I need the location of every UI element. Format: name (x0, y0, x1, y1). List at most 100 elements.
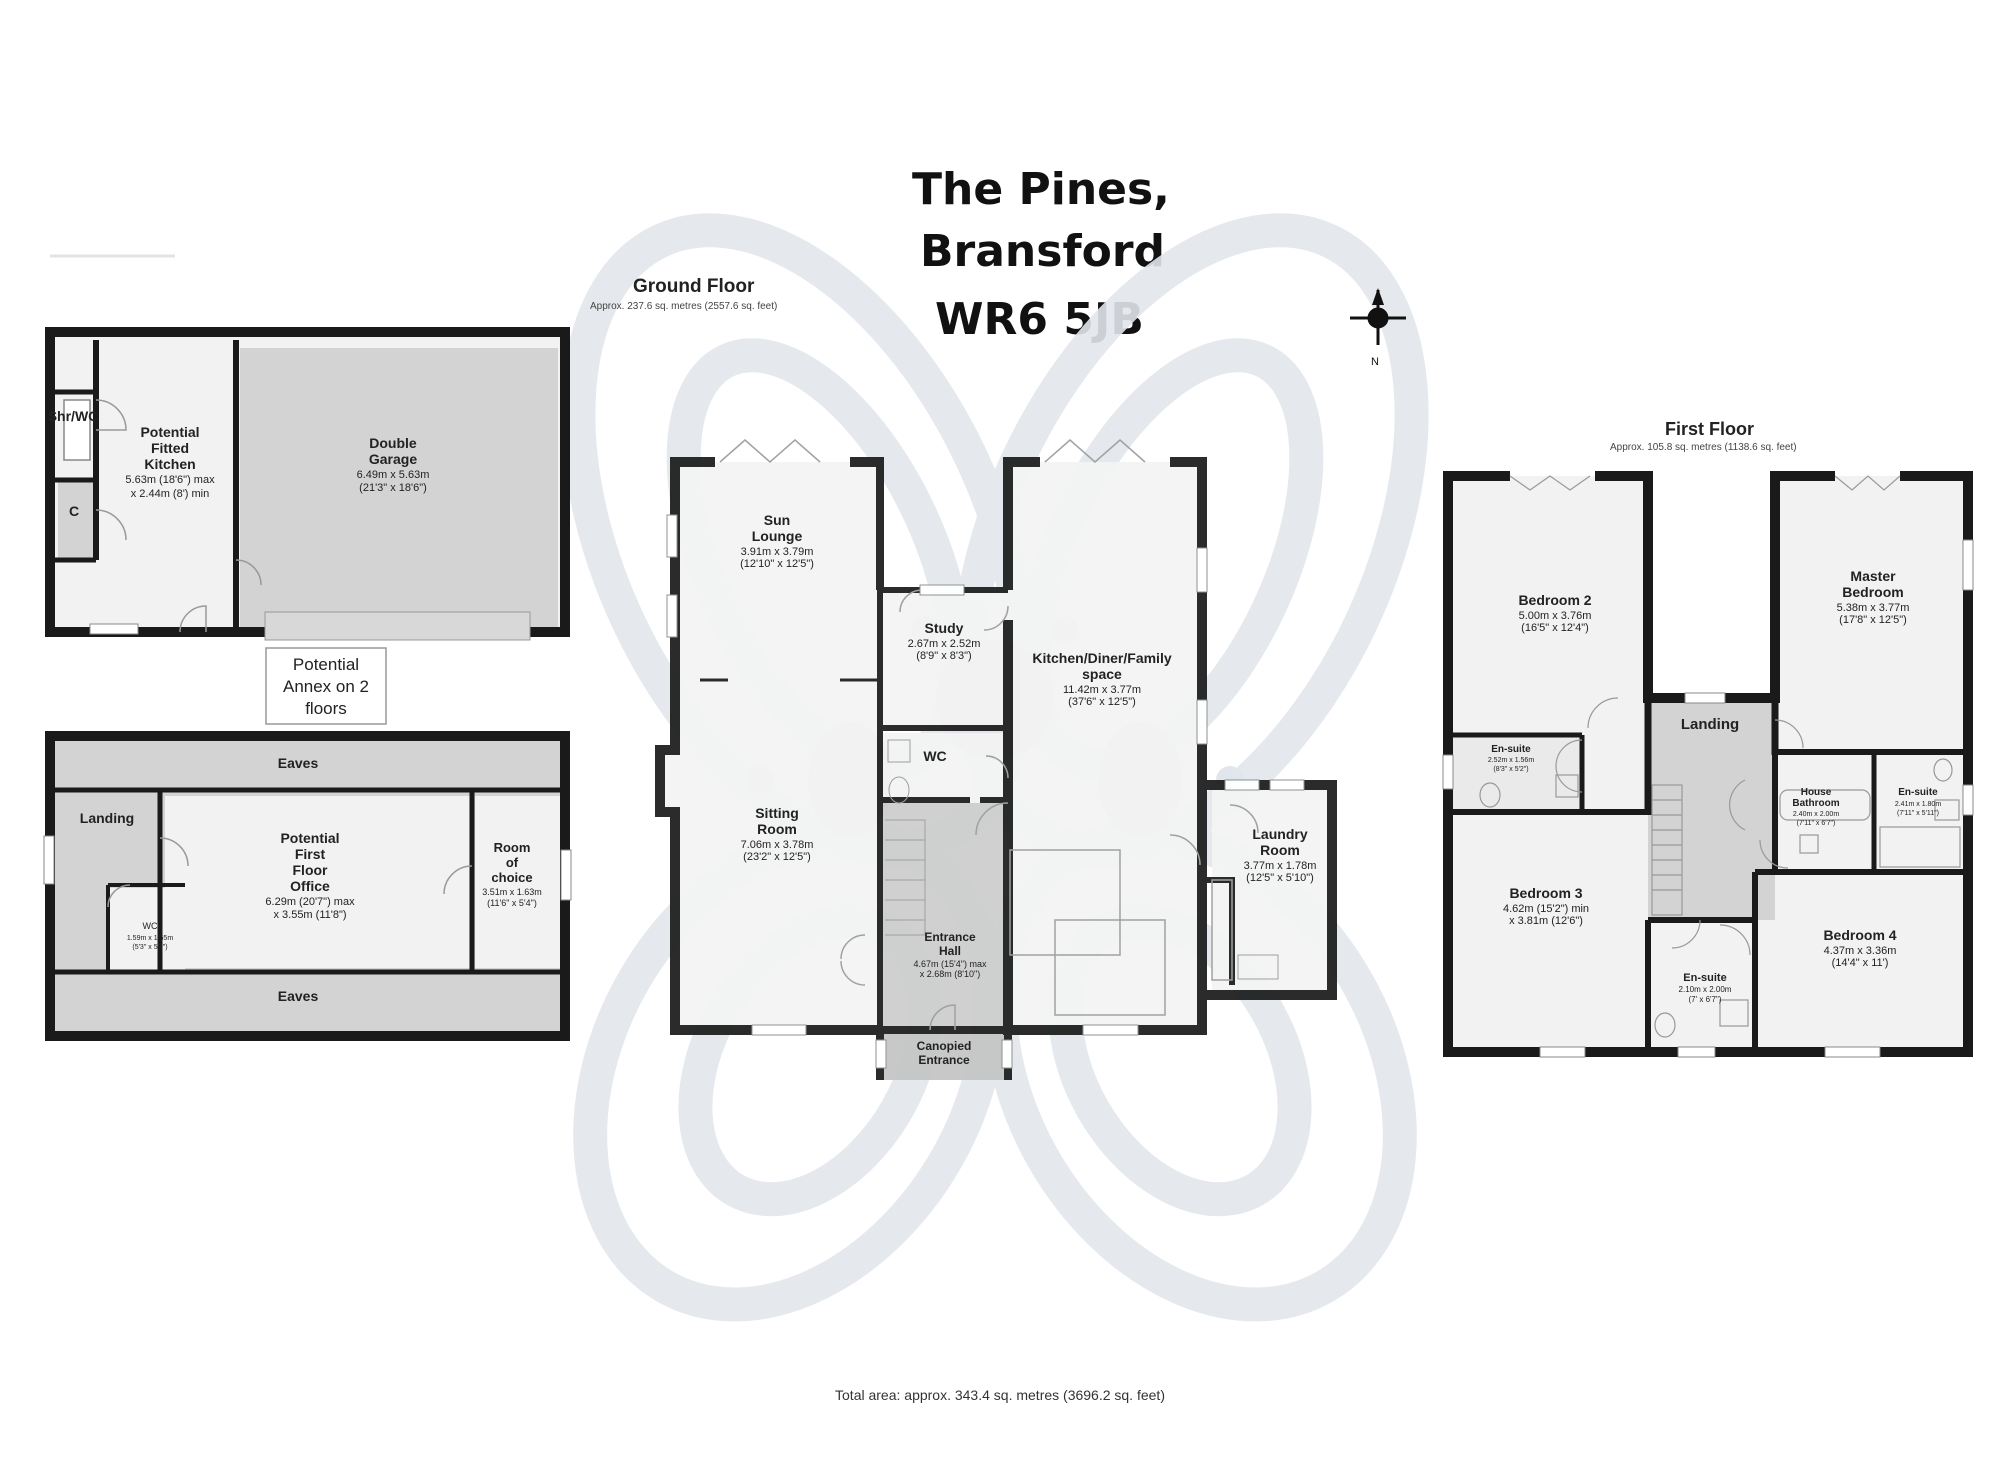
room-imperial-office: x 3.55m (11'8") (273, 909, 346, 921)
room-label-fitted-kitchen-3: Kitchen (144, 456, 195, 472)
room-label-laundry-room-2: Room (1260, 842, 1300, 858)
room-label-fitted-kitchen-1: Potential (140, 424, 199, 440)
room-size-master-bedroom: 5.38m x 3.77m (1837, 602, 1910, 614)
first-floor-area: Approx. 105.8 sq. metres (1138.6 sq. fee… (1610, 442, 1797, 453)
annex-first-floor-plan (43, 731, 572, 1041)
property-title-line-1: The Pines, (912, 164, 1170, 215)
room-label-entrance-hall-1: Entrance (924, 930, 976, 944)
room-imperial-master-bedroom: (17'8" x 12'5") (1839, 614, 1907, 626)
room-label-bedroom-2: Bedroom 2 (1518, 592, 1591, 608)
room-label-sun-lounge-1: Sun (764, 512, 790, 528)
annex-note-line-1: Potential (293, 655, 359, 674)
room-label-office-4: Office (290, 878, 330, 894)
room-imperial-bedroom-4: (14'4" x 11') (1832, 957, 1889, 969)
room-label-bedroom-3: Bedroom 3 (1509, 885, 1582, 901)
room-label-house-bathroom-1: House (1801, 787, 1832, 798)
room-label-fitted-kitchen-2: Fitted (151, 440, 189, 456)
room-size-house-bathroom: 2.40m x 2.00m (1793, 811, 1839, 818)
room-imperial-fitted-kitchen: x 2.44m (8') min (131, 488, 210, 500)
room-label-double-garage-1: Double (369, 435, 417, 451)
room-label-sitting-room-2: Room (757, 821, 797, 837)
room-label-bedroom-4: Bedroom 4 (1823, 927, 1896, 943)
ground-floor-heading: Ground Floor (633, 276, 755, 297)
room-imperial-study: (8'9" x 8'3") (916, 650, 971, 662)
room-size-double-garage: 6.49m x 5.63m (357, 469, 430, 481)
room-label-canopied-entrance-2: Entrance (918, 1053, 970, 1067)
total-area-caption: Total area: approx. 343.4 sq. metres (36… (835, 1387, 1165, 1403)
room-size-fitted-kitchen: 5.63m (18'6") max (125, 474, 215, 486)
room-label-ensuite-master: En-suite (1898, 787, 1938, 798)
room-label-entrance-hall-2: Hall (939, 944, 961, 958)
room-label-office-1: Potential (280, 830, 339, 846)
room-imperial-laundry-room: (12'5" x 5'10") (1246, 872, 1314, 884)
first-floor-heading: First Floor (1665, 419, 1754, 439)
room-imperial-sitting-room: (23'2" x 12'5") (743, 851, 811, 863)
room-label-room-of-choice-2: of (506, 855, 519, 870)
room-label-office-3: Floor (293, 862, 329, 878)
room-label-kitchen-1: Kitchen/Diner/Family (1032, 650, 1171, 666)
room-size-laundry-room: 3.77m x 1.78m (1244, 860, 1317, 872)
entrance-hall-floor (880, 803, 1008, 1030)
room-label-first-floor-landing: Landing (1681, 716, 1739, 733)
room-size-entrance-hall: 4.67m (15'4") max (914, 959, 987, 969)
room-label-ground-wc: WC (923, 748, 946, 764)
room-label-cupboard: C (69, 503, 79, 519)
room-size-bedroom-2: 5.00m x 3.76m (1519, 610, 1592, 622)
room-label-eaves-top: Eaves (278, 755, 319, 771)
ground-floor-area: Approx. 237.6 sq. metres (2557.6 sq. fee… (590, 301, 777, 312)
room-label-annex-wc: WC (143, 921, 158, 931)
room-size-kitchen: 11.42m x 3.77m (1063, 684, 1141, 696)
first-floor-landing-floor (1648, 700, 1775, 920)
room-imperial-bedroom-3: x 3.81m (12'6") (1509, 915, 1583, 927)
room-imperial-house-bathroom: (7'11" x 6'7") (1797, 820, 1836, 827)
room-size-study: 2.67m x 2.52m (908, 638, 981, 650)
room-label-ensuite-bedroom-2: En-suite (1491, 744, 1531, 755)
property-title-line-2: Bransford (920, 226, 1166, 277)
room-label-master-bedroom-2: Bedroom (1842, 584, 1903, 600)
room-size-sun-lounge: 3.91m x 3.79m (741, 546, 814, 558)
compass-rose-icon (1350, 288, 1406, 345)
room-size-bedroom-4: 4.37m x 3.36m (1824, 945, 1897, 957)
room-imperial-kitchen: (37'6" x 12'5") (1068, 696, 1136, 708)
room-label-double-garage-2: Garage (369, 451, 417, 467)
annex-note-line-3: floors (305, 699, 347, 718)
outbuilding-plan (45, 327, 570, 641)
room-label-sun-lounge-2: Lounge (752, 528, 803, 544)
room-imperial-double-garage: (21'3" x 18'6") (359, 482, 427, 494)
office-floor (165, 796, 470, 968)
room-imperial-room-of-choice: (11'6" x 5'4") (487, 898, 537, 908)
room-label-sitting-room-1: Sitting (755, 805, 799, 821)
annex-note-line-2: Annex on 2 (283, 677, 369, 696)
room-size-ensuite-master: 2.41m x 1.80m (1895, 801, 1941, 808)
room-imperial-ensuite-bedroom-2: (8'3" x 5'2") (1493, 766, 1528, 773)
room-label-room-of-choice-1: Room (494, 840, 531, 855)
room-size-annex-wc: 1.59m x 1.55m (127, 935, 173, 942)
room-label-house-bathroom-2: Bathroom (1792, 798, 1839, 809)
room-label-ensuite-bedroom-3: En-suite (1683, 972, 1726, 984)
room-label-shr-wc: Shr/WC (48, 408, 99, 424)
room-label-master-bedroom-1: Master (1850, 568, 1896, 584)
ground-floor-plan (655, 439, 1337, 1080)
double-garage-floor (240, 348, 558, 630)
room-imperial-entrance-hall: x 2.68m (8'10") (920, 969, 980, 979)
room-label-room-of-choice-3: choice (491, 870, 532, 885)
room-size-room-of-choice: 3.51m x 1.63m (482, 887, 542, 897)
first-floor-plan (1442, 471, 1974, 1058)
room-imperial-ensuite-bedroom-3: (7' x 6'7") (1688, 995, 1721, 1004)
room-imperial-annex-wc: (5'3" x 5'1") (132, 944, 167, 951)
room-size-office: 6.29m (20'7") max (265, 896, 355, 908)
room-label-study: Study (925, 620, 964, 636)
room-size-bedroom-3: 4.62m (15'2") min (1503, 903, 1589, 915)
room-size-ensuite-bedroom-3: 2.10m x 2.00m (1679, 985, 1732, 994)
room-label-kitchen-2: space (1082, 666, 1122, 682)
room-size-ensuite-bedroom-2: 2.52m x 1.56m (1488, 757, 1534, 764)
room-label-laundry-room-1: Laundry (1252, 826, 1307, 842)
room-size-sitting-room: 7.06m x 3.78m (741, 839, 814, 851)
room-imperial-sun-lounge: (12'10" x 12'5") (740, 558, 814, 570)
room-label-office-2: First (295, 846, 326, 862)
room-label-canopied-entrance-1: Canopied (917, 1039, 972, 1053)
compass-north-label: N (1371, 356, 1379, 368)
canopied-entrance-floor (880, 1030, 1008, 1080)
